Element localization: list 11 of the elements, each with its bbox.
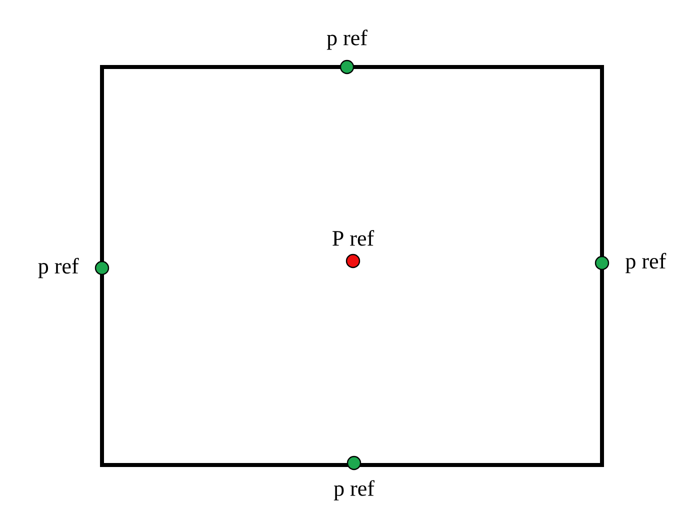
point-label: p ref	[326, 30, 368, 50]
dot	[346, 456, 362, 470]
dot	[346, 254, 360, 268]
point-label: P ref	[332, 230, 374, 246]
rectangle-outline	[100, 65, 604, 467]
dot	[594, 256, 610, 270]
point-label: p ref	[334, 480, 374, 500]
point-label: p ref	[38, 258, 79, 278]
dot	[94, 260, 110, 276]
point-label: p ref	[626, 252, 666, 274]
dot	[340, 60, 354, 74]
